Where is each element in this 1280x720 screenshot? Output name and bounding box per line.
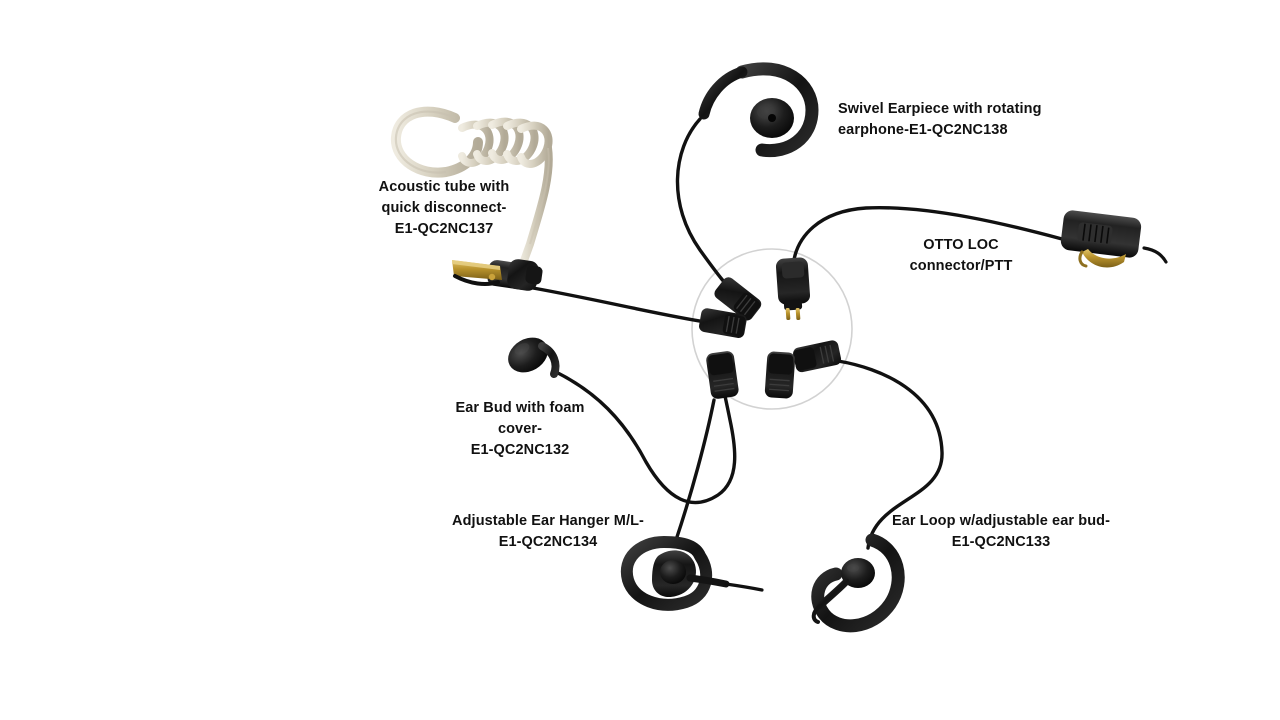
otto-loc-ptt-module — [1060, 210, 1142, 268]
ear-bud-stem — [538, 342, 560, 378]
gold-plug-pins — [785, 307, 801, 321]
hub-male-plug-ptt — [775, 257, 811, 321]
label-acoustic-tube: Acoustic tube with quick disconnect- E1-… — [378, 179, 510, 238]
ear-loop-adjustable-ear-bud — [811, 533, 905, 633]
gold-clip-rivet — [488, 273, 496, 281]
ear-hanger-d-loop — [620, 535, 713, 611]
label-otto-loc-connector: OTTO LOC connector/PTT — [909, 237, 1013, 275]
acoustic-tube-loop-shade — [394, 110, 456, 174]
ear-loop-adjuster-arm — [816, 578, 850, 610]
label-swivel-earpiece: Swivel Earpiece with rotating earphone-E… — [838, 101, 1042, 139]
ear-loop-earbud — [841, 558, 875, 588]
hub-socket-acoustic — [699, 308, 747, 339]
cable-group — [531, 117, 1168, 550]
ear-hanger-tail-cable — [724, 582, 764, 592]
label-ear-bud-foam-cover: Ear Bud with foam cover- E1-QC2NC132 — [455, 400, 585, 459]
ear-loop-adjuster-hook — [811, 604, 822, 624]
acoustic-tube-stem-shade — [529, 147, 550, 245]
adjustable-ear-hanger — [620, 535, 764, 611]
ear-loop-g-hook — [811, 533, 905, 633]
swivel-hook-tail — [698, 66, 748, 120]
swivel-ear-hook — [735, 62, 819, 158]
clip-arm — [453, 274, 500, 286]
acoustic-tube-quick-disconnect-housing — [452, 259, 543, 291]
cable-hanger-to-hub — [674, 398, 716, 542]
ptt-button-ribs — [1082, 223, 1110, 244]
cable-ptt-tail — [1142, 246, 1168, 264]
ptt-button — [1077, 222, 1113, 245]
hub-socket-hanger — [764, 351, 796, 399]
label-adjustable-ear-hanger: Adjustable Ear Hanger M/L- E1-QC2NC134 — [452, 513, 644, 551]
hub-socket-earloop — [793, 340, 842, 373]
hub-circle — [691, 248, 853, 410]
label-ear-loop-adjustable-ear-bud: Ear Loop w/adjustable ear bud- E1-QC2NC1… — [891, 513, 1111, 551]
hub-socket-earbud — [706, 351, 739, 399]
cable-ptt-to-plug — [791, 205, 1064, 268]
ptt-alligator-clip — [1082, 249, 1126, 268]
hub-socket-swivel — [714, 277, 762, 321]
ear-bud-foam-cover — [508, 337, 560, 378]
cable-earbud-to-hub — [554, 370, 737, 505]
swivel-earpiece — [698, 62, 819, 158]
ear-hanger-cable-boot — [686, 574, 730, 588]
cable-swivel-to-hub — [675, 117, 739, 297]
acoustic-tube-assembly — [390, 106, 553, 291]
foam-cover — [508, 337, 548, 373]
cable-earloop-to-hub — [836, 359, 944, 550]
cable-acoustic-to-hub — [531, 286, 708, 324]
